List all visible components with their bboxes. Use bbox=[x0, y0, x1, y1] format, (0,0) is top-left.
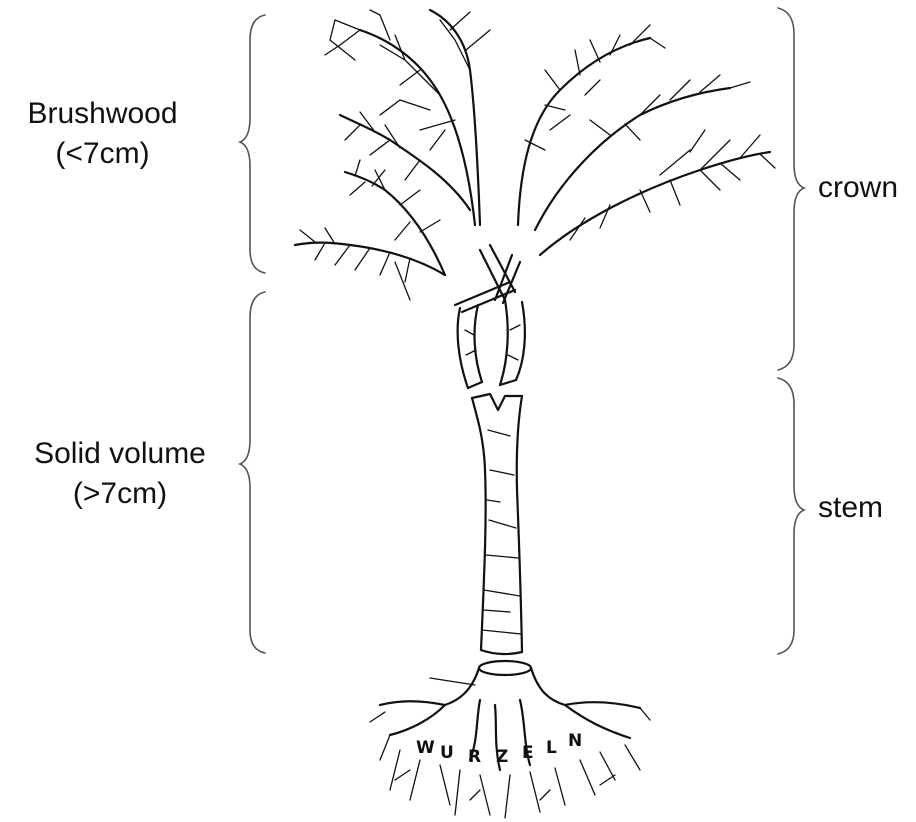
root-letter-u: U bbox=[440, 743, 454, 763]
root-letter-r: R bbox=[468, 747, 481, 767]
root-letter-z: Z bbox=[496, 747, 508, 767]
brushwood-label-group: Brushwood (<7cm) bbox=[10, 96, 195, 172]
crown-branches-right bbox=[518, 25, 775, 255]
stem-label: stem bbox=[818, 490, 883, 526]
solid-volume-label: Solid volume bbox=[10, 436, 230, 472]
crown-branches-left bbox=[295, 10, 490, 300]
solid-volume-brace bbox=[240, 292, 265, 653]
stump-and-roots: W U R Z E L N bbox=[370, 661, 650, 818]
brushwood-brace bbox=[240, 15, 265, 273]
crown-fork bbox=[455, 245, 525, 388]
brushwood-label: Brushwood bbox=[10, 96, 195, 132]
stem-brace bbox=[778, 378, 804, 654]
brushwood-size-label: (<7cm) bbox=[10, 136, 195, 172]
root-letter-e: E bbox=[522, 743, 534, 763]
solid-volume-size-label: (>7cm) bbox=[10, 476, 230, 512]
stem-trunk bbox=[472, 394, 522, 654]
root-letter-l: L bbox=[546, 738, 557, 758]
crown-label: crown bbox=[818, 170, 898, 206]
root-letter-n: N bbox=[568, 731, 582, 751]
solid-volume-label-group: Solid volume (>7cm) bbox=[10, 436, 230, 512]
crown-brace bbox=[778, 8, 804, 370]
root-letter-w: W bbox=[416, 738, 435, 758]
